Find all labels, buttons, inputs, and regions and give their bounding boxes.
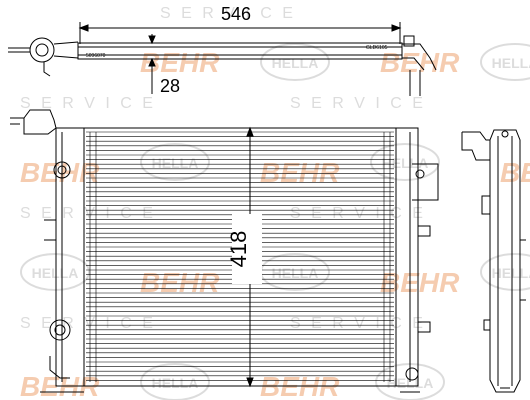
watermark-layer: S E R V I C E S E R V I C E S E R V I C … (20, 5, 530, 400)
watermark-service: S E R V I C E (290, 95, 426, 112)
watermark-hella: HELLA (260, 253, 330, 291)
watermark-hella: HELLA (20, 253, 90, 291)
watermark-service: S E R V I C E (160, 5, 296, 22)
watermark-service: S E R V I C E (20, 315, 156, 332)
watermark-hella: HELLA (260, 43, 330, 81)
depth-dimension-label: 28 (160, 76, 180, 96)
width-dimension (78, 22, 402, 44)
watermark-service: S E R V I C E (20, 95, 156, 112)
watermark-hella: HELLA (140, 143, 210, 181)
watermark-hella-text: HELLA (152, 155, 199, 171)
top-view-left-neck (8, 37, 79, 77)
side-view-body (489, 129, 521, 393)
left-part-tag: 5096070 (86, 53, 106, 59)
watermark-service: S E R V I C E (290, 205, 426, 222)
top-view: 546 5096070 GLD6105 28 (8, 4, 437, 96)
watermark-hella-text: HELLA (272, 55, 319, 71)
watermark-hella-text: HELLA (387, 375, 434, 391)
watermark-hella: HELLA (480, 253, 530, 291)
side-view (461, 129, 526, 393)
watermark-behr: BEHR (20, 157, 100, 188)
watermark-service: S E R V I C E (290, 315, 426, 332)
height-dimension-label: 418 (226, 231, 251, 268)
watermark-hella-text: HELLA (272, 265, 319, 281)
watermark-hella-text: HELLA (492, 265, 530, 281)
watermark-service: S E R V I C E (20, 205, 156, 222)
radiator-fins (86, 131, 394, 382)
watermark-hella: HELLA (140, 363, 210, 400)
watermark-hella-text: HELLA (152, 375, 199, 391)
watermark-hella: HELLA (480, 43, 530, 81)
right-part-tag: GLD6105 (366, 45, 388, 51)
front-view: 418 (10, 109, 439, 393)
top-view-core (77, 42, 403, 60)
left-tank (10, 109, 85, 393)
watermark-hella: HELLA (370, 143, 440, 181)
watermark-behr: BEHR (260, 157, 340, 188)
watermark-behr: BEHR (500, 157, 530, 188)
watermark-behr: BEHR (140, 267, 220, 298)
top-view-right-outlet (402, 35, 437, 96)
right-tank (395, 127, 439, 393)
watermark-hella-text: HELLA (32, 265, 79, 281)
height-dimension (232, 126, 262, 388)
width-dimension-label: 546 (221, 4, 251, 24)
depth-dimension (148, 34, 156, 94)
watermark-hella-text: HELLA (382, 155, 429, 171)
watermark-behr: BEHR (380, 267, 460, 298)
watermark-hella-text: HELLA (492, 55, 530, 71)
